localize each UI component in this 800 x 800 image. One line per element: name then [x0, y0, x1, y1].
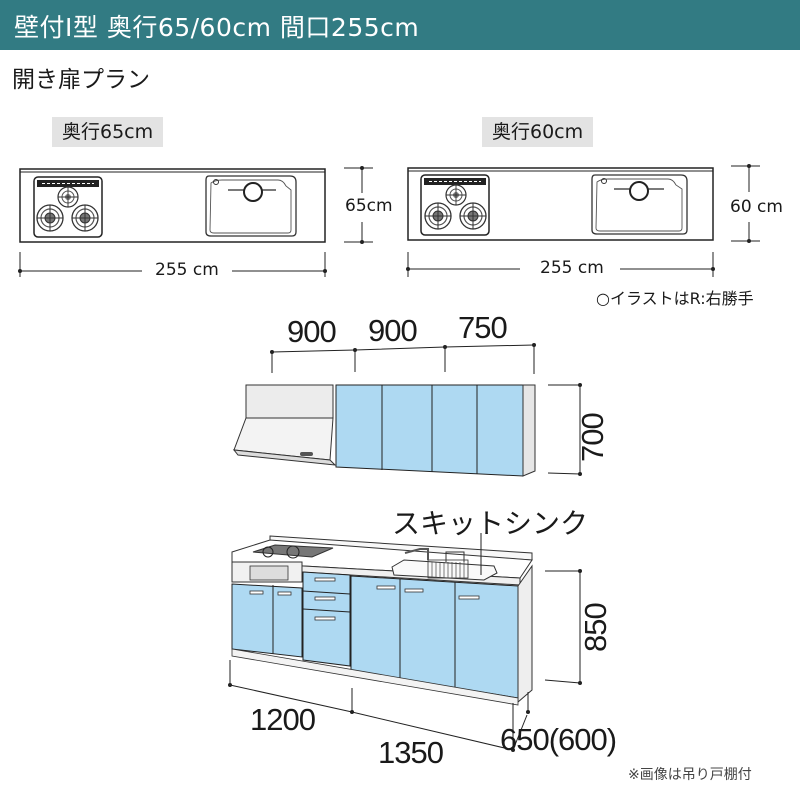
wall-cabinet-drawing [232, 343, 582, 477]
depth-dim-60: 60 cm [730, 197, 783, 217]
top-view-60 [406, 164, 760, 277]
legend-note: ○イラストはR:右勝手 [596, 289, 754, 308]
depth-label-65: 奥行65cm [52, 117, 164, 147]
foot-note: ※画像は吊り戸棚付 [628, 767, 752, 783]
wall-width-3: 750 [458, 310, 508, 345]
width-dim-65: 255 cm [155, 260, 219, 280]
wall-height: 700 [575, 413, 610, 462]
depth-dim-65: 65cm [345, 196, 393, 216]
base-cabinet-drawing [228, 533, 582, 752]
page-title: 壁付I型 奥行65/60cm 間口255cm [14, 13, 420, 42]
wall-width-1: 900 [287, 314, 337, 349]
wall-width-2: 900 [368, 313, 418, 348]
header-bar: 壁付I型 奥行65/60cm 間口255cm [0, 0, 800, 50]
base-left-width: 1200 [250, 702, 316, 737]
sink-label: スキットシンク [392, 507, 589, 540]
base-depth: 650(600) [500, 722, 617, 757]
width-dim-60: 255 cm [540, 258, 604, 278]
top-view-65 [18, 166, 373, 277]
plan-title: 開き扉プラン [12, 67, 150, 93]
base-height: 850 [578, 603, 613, 652]
depth-label-60: 奥行60cm [482, 117, 594, 147]
base-right-width: 1350 [378, 735, 444, 770]
